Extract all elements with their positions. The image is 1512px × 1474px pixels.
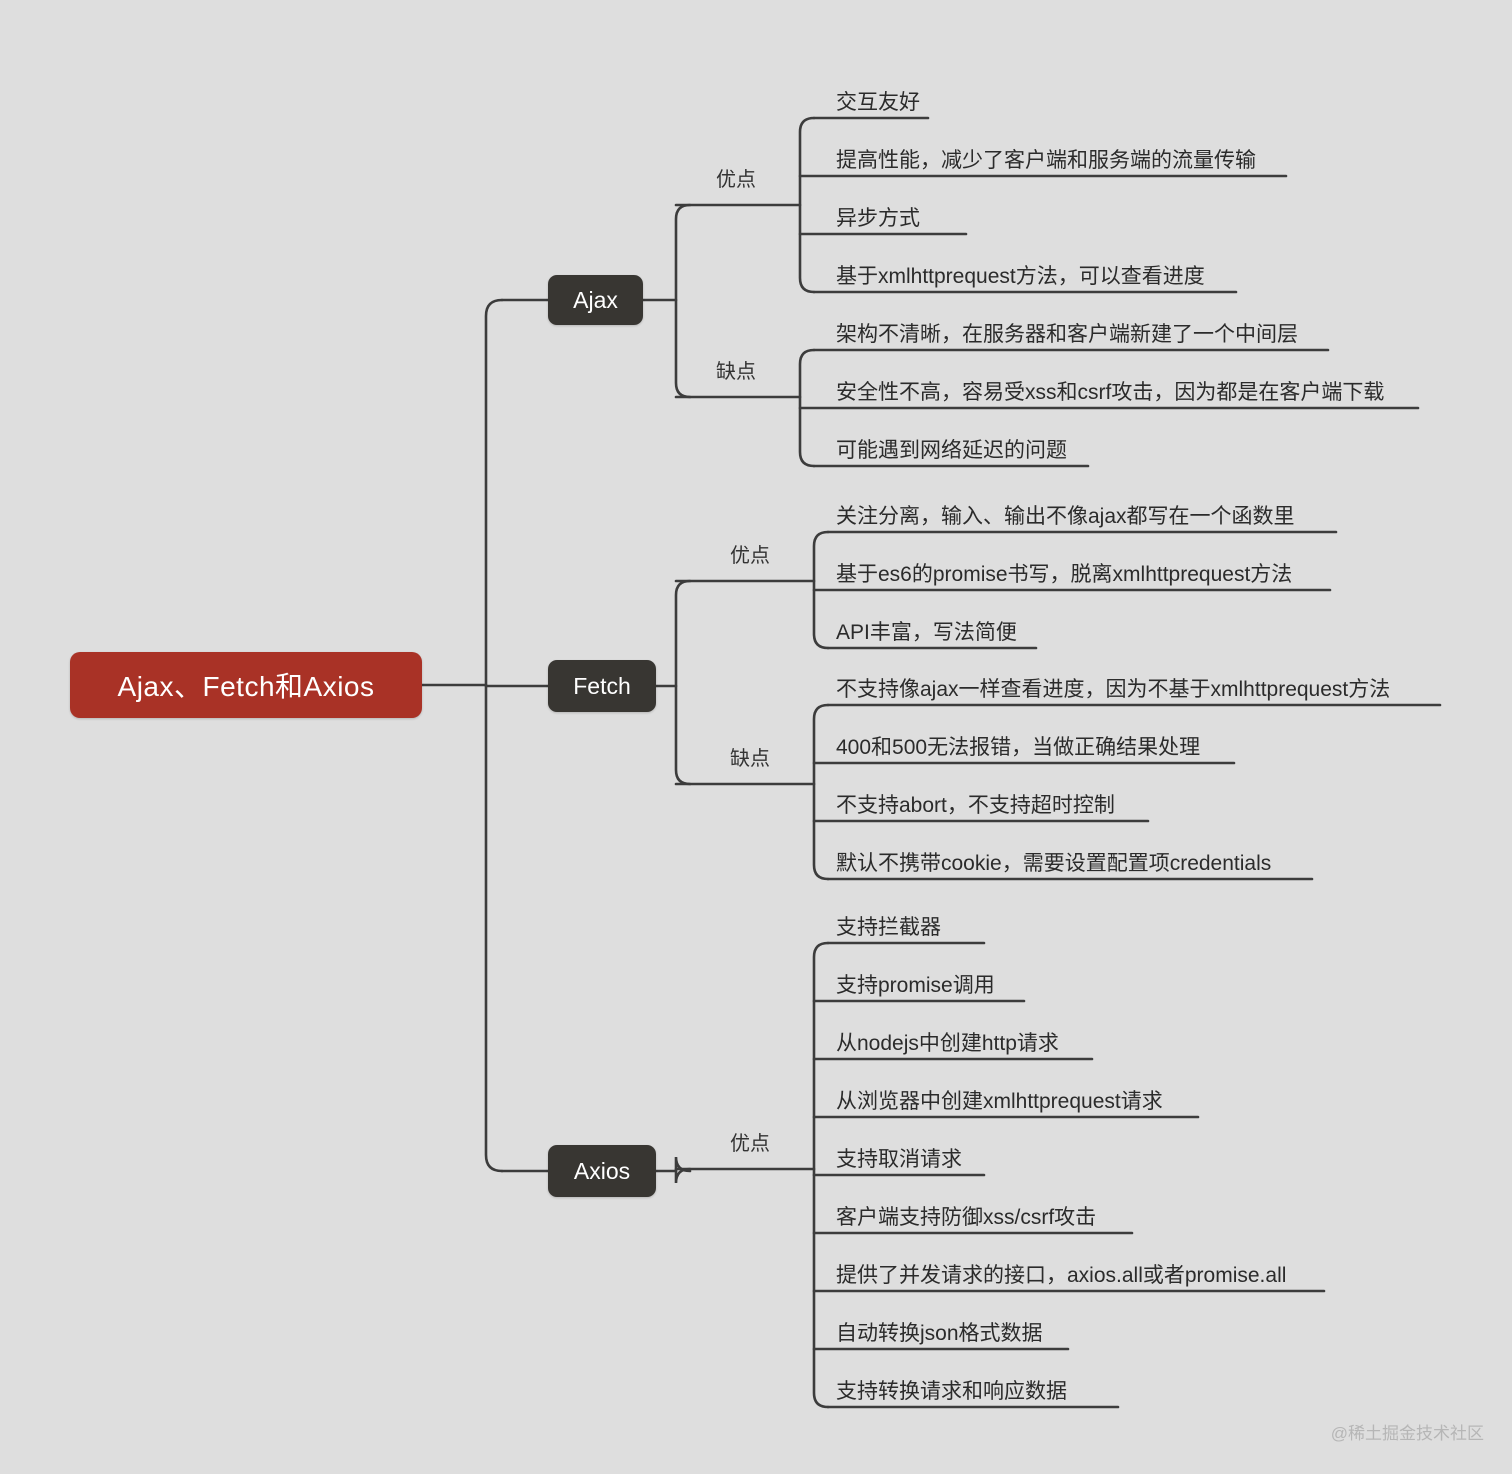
group-spine [798,116,816,294]
branch-node-ajax[interactable]: Ajax [548,275,643,325]
leaf-item[interactable]: 默认不携带cookie，需要设置配置项credentials [836,852,1272,875]
branch-node-axios[interactable]: Axios [548,1145,656,1197]
trunk-line [484,298,504,1173]
branch-fork-2 [674,1156,692,1184]
root-node[interactable]: Ajax、Fetch和Axios [70,652,422,718]
leaf-item[interactable]: 支持转换请求和响应数据 [836,1380,1067,1403]
leaf-item[interactable]: 可能遇到网络延迟的问题 [836,439,1067,462]
category-label-pros[interactable]: 优点 [716,169,756,191]
category-label-cons[interactable]: 缺点 [716,361,756,383]
leaf-item[interactable]: 不支持像ajax一样查看进度，因为不基于xmlhttprequest方法 [836,678,1391,701]
branch-fork-0 [674,203,692,399]
leaf-item[interactable]: 不支持abort，不支持超时控制 [836,794,1115,817]
leaf-item[interactable]: 支持promise调用 [836,974,995,997]
leaf-item[interactable]: 安全性不高，容易受xss和csrf攻击，因为都是在客户端下载 [836,381,1385,404]
root-node-label: Ajax、Fetch和Axios [117,671,375,702]
leaf-item[interactable]: 异步方式 [836,207,920,230]
leaf-item[interactable]: 提高性能，减少了客户端和服务端的流量传输 [836,149,1256,172]
category-label-cons[interactable]: 缺点 [730,748,770,770]
branch-node-fetch[interactable]: Fetch [548,660,656,712]
leaf-item[interactable]: API丰富，写法简便 [836,621,1017,644]
branch-node-label: Axios [573,1157,631,1184]
leaf-item[interactable]: 自动转换json格式数据 [836,1322,1043,1345]
leaf-item[interactable]: 从浏览器中创建xmlhttprequest请求 [836,1090,1163,1113]
leaf-item[interactable]: 交互友好 [836,91,920,114]
category-label-pros[interactable]: 优点 [730,1133,770,1155]
leaf-item[interactable]: 提供了并发请求的接口，axios.all或者promise.all [836,1264,1287,1287]
branch-node-label: Fetch [573,672,631,699]
leaf-item[interactable]: 关注分离，输入、输出不像ajax都写在一个函数里 [836,505,1295,528]
leaf-item[interactable]: 基于es6的promise书写，脱离xmlhttprequest方法 [836,563,1293,586]
branch-node-label: Ajax [573,286,618,313]
watermark: @稀土掘金技术社区 [1330,1424,1484,1443]
category-label-pros[interactable]: 优点 [730,545,770,567]
group-spine [812,941,830,1409]
group-spine [798,348,816,468]
leaf-item[interactable]: 架构不清晰，在服务器和客户端新建了一个中间层 [836,323,1298,346]
leaf-item[interactable]: 从nodejs中创建http请求 [836,1032,1059,1055]
leaf-item[interactable]: 基于xmlhttprequest方法，可以查看进度 [836,265,1205,288]
branch-fork-1 [674,579,692,786]
leaf-item[interactable]: 客户端支持防御xss/csrf攻击 [836,1206,1097,1229]
leaf-item[interactable]: 400和500无法报错，当做正确结果处理 [836,736,1201,759]
group-spine [812,530,830,650]
group-spine [812,703,830,881]
leaf-item[interactable]: 支持取消请求 [836,1148,962,1171]
leaf-item[interactable]: 支持拦截器 [836,916,941,939]
